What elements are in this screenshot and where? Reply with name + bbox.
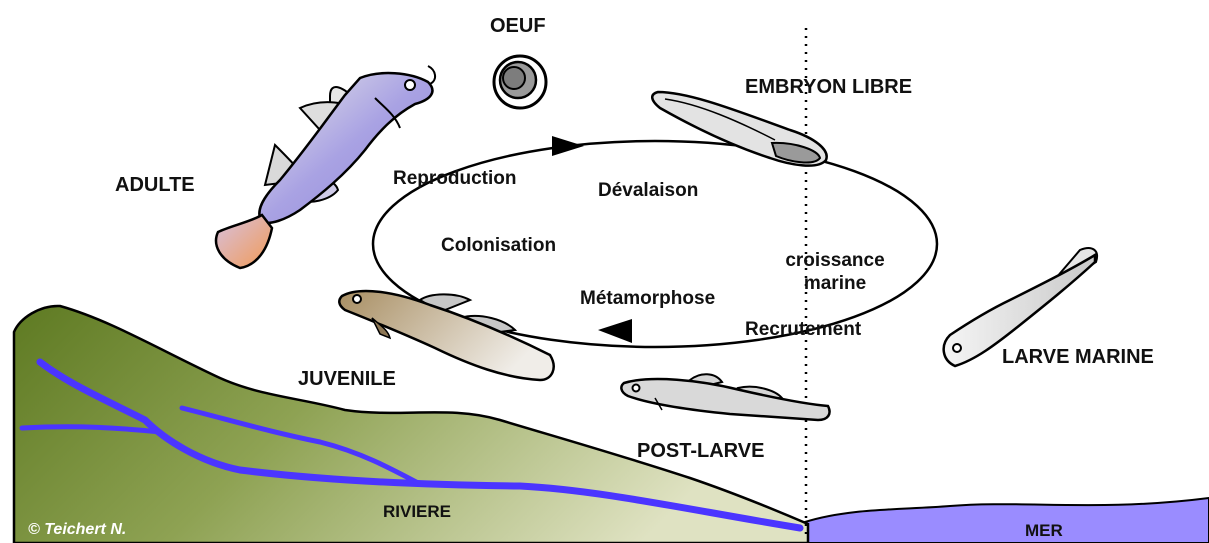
sea-area [805,498,1209,543]
process-label-colonisation: Colonisation [441,236,556,255]
stage-label-juvenile: JUVENILE [298,369,396,389]
adult-fish-icon [216,66,435,268]
copyright-credit: © Teichert N. [28,522,126,538]
post-larva-icon [621,374,829,420]
free-embryo-icon [652,92,826,166]
process-label-croissance-line1: croissance [755,249,915,272]
process-label-reproduction: Reproduction [393,169,517,188]
process-label-croissance-marine: croissance marine [755,249,915,295]
stage-label-oeuf: OEUF [490,16,546,36]
process-label-croissance-line2: marine [755,272,915,295]
arrowhead-icon [598,319,632,343]
stage-label-post-larve: POST-LARVE [637,441,764,461]
process-label-recrutement: Recrutement [745,320,861,339]
process-label-devalaison: Dévalaison [598,181,698,200]
stage-label-embryon-libre: EMBRYON LIBRE [745,77,912,97]
environment-label-riviere: RIVIERE [383,503,451,520]
egg-icon [494,56,546,108]
process-label-metamorphose: Métamorphose [580,289,715,308]
environment-label-mer: MER [1025,522,1063,539]
stage-label-larve-marine: LARVE MARINE [1002,347,1154,367]
arrowhead-icon [552,136,584,156]
stage-label-adulte: ADULTE [115,175,195,195]
